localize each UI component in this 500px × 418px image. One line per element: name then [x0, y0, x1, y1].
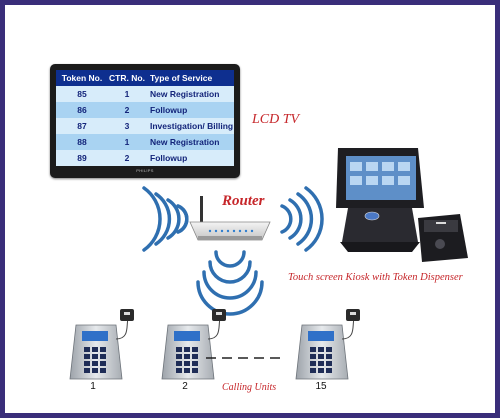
service-cell: New Registration: [150, 137, 220, 147]
table-row: 87 3 Investigation/ Billing: [56, 118, 234, 134]
counter-cell: 2: [124, 105, 130, 115]
counter-cell: 1: [124, 137, 130, 147]
token-display-table: Token No. CTR. No. Type of Service 85 1 …: [56, 70, 234, 166]
table-row: 86 2 Followup: [56, 102, 234, 118]
service-cell: Followup: [150, 153, 188, 163]
router: [189, 196, 271, 241]
counter-cell: 1: [124, 89, 130, 99]
table-header-row: Token No. CTR. No. Type of Service: [56, 70, 234, 86]
table-row: 85 1 New Registration: [56, 86, 234, 102]
router-label: Router: [222, 193, 265, 209]
wifi-waves-left: [142, 186, 189, 252]
token-cell: 85: [77, 89, 87, 99]
header-counter-no: CTR. No.: [109, 73, 145, 83]
header-token-no: Token No.: [61, 73, 103, 83]
calling-unit-1: [69, 309, 134, 380]
calling-unit-2: [161, 309, 226, 380]
table-row: 88 1 New Registration: [56, 134, 234, 150]
token-cell: 89: [77, 153, 87, 163]
counter-cell: 3: [124, 121, 130, 131]
table-row: 89 2 Followup: [56, 150, 234, 166]
calling-units-label: Calling Units: [222, 382, 277, 393]
calling-unit-number: 2: [182, 381, 188, 392]
calling-unit-number: 15: [315, 381, 327, 392]
lcd-tv: Token No. CTR. No. Type of Service 85 1 …: [50, 64, 240, 178]
token-cell: 86: [77, 105, 87, 115]
touch-kiosk: [336, 148, 468, 262]
header-service-type: Type of Service: [150, 73, 213, 83]
token-cell: 87: [77, 121, 87, 131]
service-cell: New Registration: [150, 89, 220, 99]
lcd-tv-label: LCD TV: [252, 112, 300, 127]
service-cell: Investigation/ Billing: [150, 121, 234, 131]
counter-cell: 2: [124, 153, 130, 163]
token-cell: 88: [77, 137, 87, 147]
wifi-waves-left-mirror: [176, 204, 189, 234]
tv-brand-logo: PHILIPS: [136, 168, 154, 173]
kiosk-label: Touch screen Kiosk with Token Dispenser: [288, 272, 463, 283]
calling-unit-number: 1: [90, 381, 96, 392]
service-cell: Followup: [150, 105, 188, 115]
wifi-waves-down: [196, 250, 264, 316]
calling-unit-15: [295, 309, 360, 380]
wifi-waves-right: [280, 186, 324, 252]
